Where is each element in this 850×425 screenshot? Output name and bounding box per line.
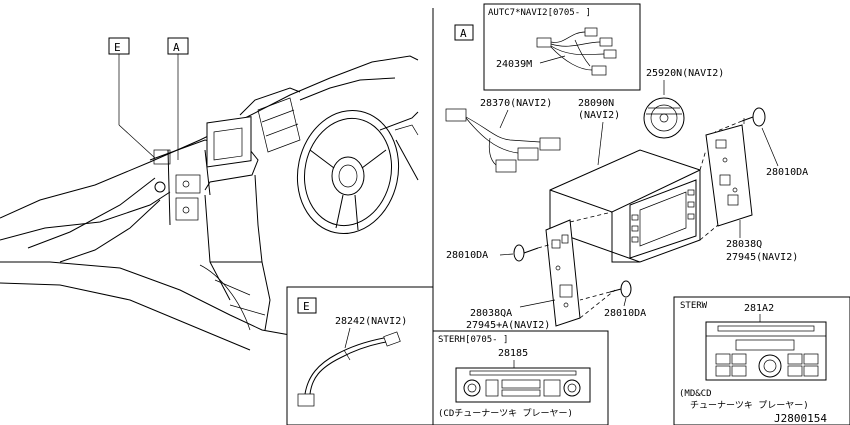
callout-28010da-top: 28010DA	[766, 167, 808, 178]
callout-28185: 28185	[498, 348, 528, 359]
callout-28010da-bottom: 28010DA	[604, 308, 646, 319]
callout-281a2: 281A2	[744, 303, 774, 314]
detail-a-label: A	[460, 27, 467, 40]
md-cd-caption-line1: (MD&CD	[679, 389, 712, 399]
section-e-box	[108, 37, 130, 55]
screw-left-drawing	[513, 244, 539, 262]
md-cd-player-drawing	[705, 321, 827, 381]
detail-e: E 28242(NAVI2)	[286, 286, 434, 425]
section-a-box	[167, 37, 189, 55]
callout-25920n: 25920N(NAVI2)	[646, 68, 724, 79]
callout-27945a: 27945+A(NAVI2)	[466, 320, 550, 331]
dashboard-section-labels: E A	[108, 37, 189, 55]
detail-e-label-box	[297, 297, 317, 314]
sterh-box	[432, 330, 609, 425]
callout-28090n-line2: (NAVI2)	[578, 110, 620, 121]
sterw-header: STERW	[680, 301, 708, 311]
callout-24039m: 24039M	[496, 59, 532, 70]
screw-top-drawing	[741, 107, 766, 127]
bracket-right-drawing	[705, 124, 753, 227]
md-cd-caption-line2: チューナーツキ プレーヤー)	[690, 400, 809, 411]
callout-28038q: 28038Q	[726, 239, 762, 250]
cd-tuner-caption: (CDチューナーツキ プレーヤー)	[438, 408, 573, 419]
detail-a-box	[454, 24, 474, 41]
screw-bottom-drawing	[609, 280, 632, 298]
callout-28010da-left: 28010DA	[446, 250, 488, 261]
sterw-detail: STERW 281A2 (MD&CD チューナーツキ プレーヤー)	[673, 296, 850, 425]
harness-28370-drawing	[445, 108, 561, 173]
section-a-label: A	[173, 41, 180, 54]
section-e-label: E	[114, 41, 121, 54]
sterh-detail: STERH[0705- ] 28185 (CDチューナーツキ プレーヤー)	[432, 330, 609, 425]
detail-e-label: E	[303, 300, 310, 313]
callout-27945-navi2: 27945(NAVI2)	[726, 252, 798, 263]
callout-28242: 28242(NAVI2)	[335, 316, 407, 327]
callout-28370: 28370(NAVI2)	[480, 98, 552, 109]
sterw-box	[673, 296, 850, 425]
autc7-header: AUTC7*NAVI2[0705- ]	[488, 8, 591, 18]
cd-player-drawing	[455, 367, 591, 403]
callout-28090n-line1: 28090N	[578, 98, 614, 109]
dashboard-illustration	[0, 52, 419, 351]
detail-a: A AUTC7*NAVI2[0705- ] 24039M 25920N(NAVI…	[445, 3, 808, 331]
callout-28038qa: 28038QA	[470, 308, 512, 319]
harness-28242-drawing	[297, 331, 401, 407]
harness-24039m-drawing	[536, 27, 617, 76]
autc7-harness-box	[483, 3, 641, 91]
diagram-code: J2800154	[774, 412, 827, 425]
sterh-header: STERH[0705- ]	[438, 335, 508, 345]
map-disc-drawing	[643, 97, 685, 139]
